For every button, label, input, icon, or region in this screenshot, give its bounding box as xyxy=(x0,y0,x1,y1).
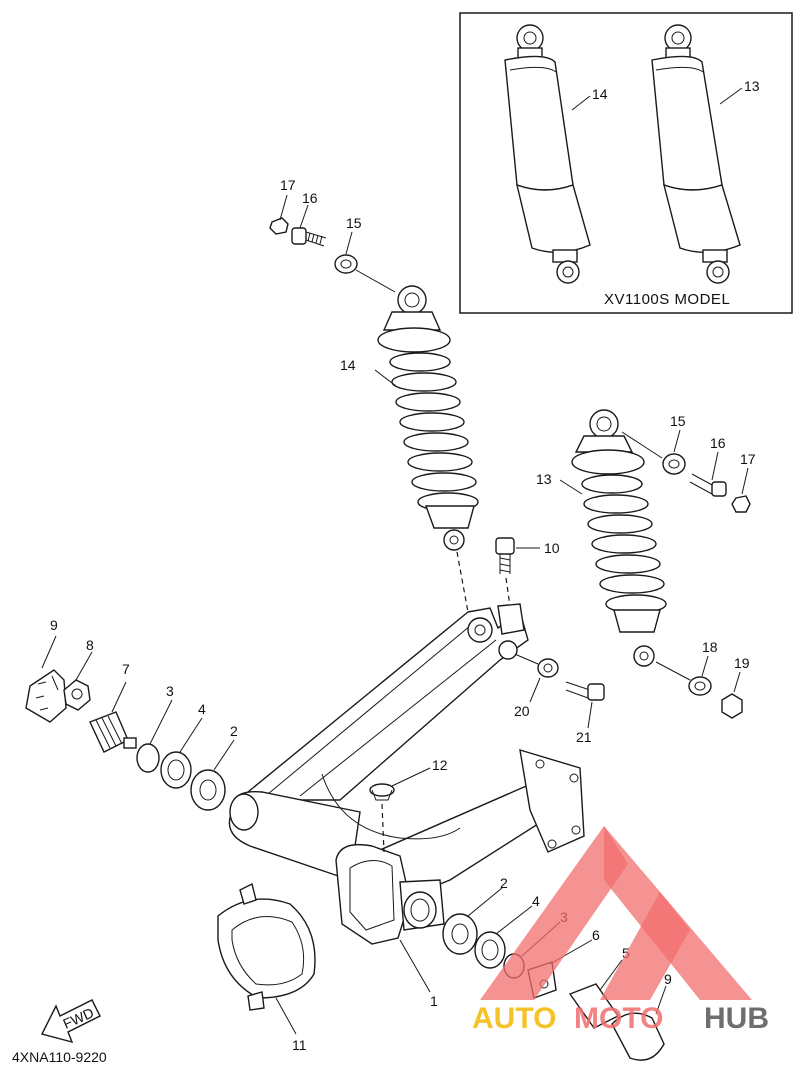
label-8: 8 xyxy=(86,637,94,653)
label-15a: 15 xyxy=(346,215,362,231)
watermark-text-moto: MOTO xyxy=(574,1002,663,1035)
washer-15a xyxy=(334,254,358,274)
label-13: 13 xyxy=(536,471,552,487)
inset-caption: XV1100S MODEL xyxy=(604,291,730,308)
label-6: 6 xyxy=(592,927,600,943)
shock-absorber-13: 13 xyxy=(536,409,667,667)
washer-20-bolt-21: 20 21 xyxy=(509,651,605,745)
label-4b: 4 xyxy=(532,893,540,909)
label-5: 5 xyxy=(622,945,630,961)
oil-seal-4b xyxy=(474,931,506,969)
left-pivot-parts: 9 8 7 3 4 2 xyxy=(25,617,238,811)
label-20: 20 xyxy=(514,703,530,719)
cap-12: 12 xyxy=(369,757,448,853)
fwd-label: FWD xyxy=(60,1004,96,1032)
label-7: 7 xyxy=(122,661,130,677)
inset-shock-14 xyxy=(504,24,591,284)
label-10: 10 xyxy=(544,540,560,556)
bearing-2a xyxy=(190,769,226,811)
fwd-arrow: FWD xyxy=(40,999,101,1044)
locknut-8 xyxy=(63,679,91,711)
cover-9a xyxy=(25,669,67,723)
collar-3a xyxy=(136,743,160,773)
inset-shock-13 xyxy=(651,24,741,284)
label-4a: 4 xyxy=(198,701,206,717)
bolt-10: 10 xyxy=(495,537,560,607)
watermark-text-auto: AUTO xyxy=(472,1002,556,1035)
pivot-bolt-5 xyxy=(568,983,620,1029)
label-21: 21 xyxy=(576,729,592,745)
watermark-text-hub: HUB xyxy=(704,1002,769,1035)
cover-9b xyxy=(611,1012,665,1061)
label-19: 19 xyxy=(734,655,750,671)
label-2a: 2 xyxy=(230,723,238,739)
oil-seal-4a xyxy=(160,751,192,789)
label-1: 1 xyxy=(430,993,438,1009)
guard-11: 11 xyxy=(217,882,316,1053)
shock-13-hardware: 15 16 17 xyxy=(621,413,756,513)
shock-14-hardware: 17 16 15 xyxy=(269,177,396,293)
label-11: 11 xyxy=(292,1037,307,1053)
label-12: 12 xyxy=(432,757,448,773)
diagram-code: 4XNA110-9220 xyxy=(12,1049,107,1065)
bolt-head-16a xyxy=(291,227,307,245)
bearing-2b xyxy=(442,913,478,955)
nut-17a xyxy=(269,217,289,235)
lower-hardware-18-19: 18 19 xyxy=(655,639,750,719)
label-3a: 3 xyxy=(166,683,174,699)
inset-label-13: 13 xyxy=(744,78,760,94)
label-9b: 9 xyxy=(664,971,672,987)
label-17a: 17 xyxy=(280,177,296,193)
label-18: 18 xyxy=(702,639,718,655)
inset-box: 14 13 XV1100S MODEL xyxy=(459,12,793,314)
shock-absorber-14: 14 xyxy=(340,285,479,551)
label-16a: 16 xyxy=(302,190,318,206)
swing-arm-1: 1 xyxy=(228,603,585,1009)
label-16b: 16 xyxy=(710,435,726,451)
label-14: 14 xyxy=(340,357,356,373)
label-17b: 17 xyxy=(740,451,756,467)
inset-label-14: 14 xyxy=(592,86,608,102)
watermark-logo: AUTO MOTO HUB xyxy=(472,826,769,1035)
label-9a: 9 xyxy=(50,617,58,633)
label-15b: 15 xyxy=(670,413,686,429)
label-2b: 2 xyxy=(500,875,508,891)
